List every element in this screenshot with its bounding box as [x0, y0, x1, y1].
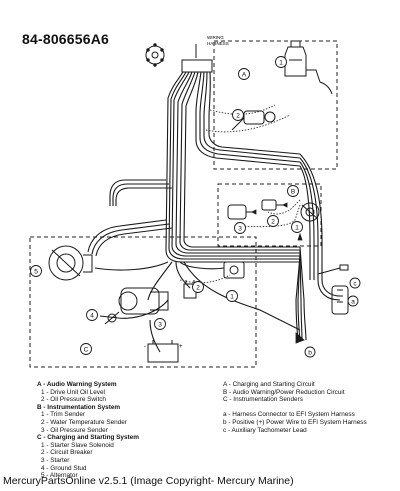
ground-stud	[104, 311, 120, 325]
part-number: 84-806656A6	[22, 31, 110, 47]
callout-circles	[30, 56, 303, 355]
callout-A1	[275, 56, 287, 68]
harness-label-line2: HARNESS	[207, 41, 229, 46]
wire-letter-callouts	[304, 277, 361, 358]
legend-row: 3 - Starter	[41, 456, 70, 464]
callout-arrows	[251, 202, 305, 344]
callout-C3-label: 3	[158, 322, 162, 329]
legend-row: 1 - Starter Slave Solenoid	[41, 441, 114, 449]
box-charging-starting	[29, 236, 257, 368]
legend-row: A - Charging and Starting Circuit	[223, 381, 315, 388]
callout-B2	[267, 215, 279, 227]
callout-C3	[154, 318, 166, 330]
water-temperature-sender	[261, 199, 283, 211]
callout-A2-label: 2	[236, 113, 240, 120]
callout-A	[238, 68, 250, 80]
callout-C5	[30, 265, 42, 277]
legend-row	[219, 404, 399, 412]
legend-row: b - Positive (+) Power Wire to EFI Syste…	[223, 418, 367, 426]
legend-row: B - Instrumentation System	[37, 403, 121, 411]
legend-row: 2 - Circuit Breaker	[41, 449, 93, 457]
callout-C1-label: 1	[230, 294, 234, 301]
callout-a-label: a	[351, 299, 355, 306]
legend-row: A - Audio Warning System	[37, 381, 117, 388]
oil-pressure-switch	[231, 110, 276, 131]
harness-bundle	[87, 71, 341, 353]
battery-minus-sign: -	[144, 344, 146, 350]
callout-B-label: B	[291, 189, 295, 196]
legend-row: 3 - Oil Pressure Sender	[41, 426, 108, 434]
callout-C-label: C	[84, 347, 89, 354]
legend-row: a - Harness Connector to EFI System Harn…	[223, 411, 355, 419]
callout-C5-label: 5	[34, 269, 38, 276]
legend-row: c - Auxiliary Tachometer Lead	[223, 426, 307, 434]
battery-plus-sign: +	[179, 344, 183, 350]
callout-C2	[192, 281, 204, 293]
callout-C2-label: 2	[196, 285, 200, 292]
callout-A1-label: 1	[279, 60, 283, 67]
callout-A-label: A	[242, 72, 247, 79]
callout-C4-label: 4	[90, 313, 94, 320]
battery	[147, 340, 179, 363]
callout-B1-label: 1	[295, 225, 299, 232]
callout-C	[80, 343, 92, 355]
callout-B	[287, 185, 299, 197]
legend-row: 1 - Trim Sender	[41, 411, 86, 419]
wire-letter-labels: a b c	[308, 281, 357, 357]
legend-row: B - Audio Warning/Power Reduction Circui…	[223, 388, 345, 396]
callout-c	[349, 277, 361, 289]
legend-row: 2 - Water Temperature Sender	[41, 418, 127, 426]
legend-row: 5 - Alternator	[41, 472, 78, 480]
legend-row: 2 - Oil Pressure Switch	[41, 396, 106, 404]
footer-copyright: MercuryPartsOnline v2.5.1 (Image Copyrig…	[3, 475, 294, 487]
callout-C4	[86, 309, 98, 321]
callout-B2-label: 2	[271, 219, 275, 226]
starter-slave-solenoid	[223, 261, 245, 279]
callout-b	[304, 346, 316, 358]
callout-A2	[232, 109, 244, 121]
callout-B3-label: 3	[238, 226, 242, 233]
callout-b-label: b	[308, 350, 312, 357]
callout-C1	[226, 290, 238, 302]
callout-c-label: c	[353, 281, 357, 288]
legend-row: 4 - Ground Stud	[41, 464, 87, 472]
callout-a	[347, 295, 359, 307]
starter	[118, 287, 169, 315]
trim-sender	[300, 202, 320, 222]
harness-connector-top	[145, 43, 213, 73]
harness-label-line1: WIRING	[207, 35, 224, 40]
alternator	[48, 245, 93, 281]
callout-B3	[234, 222, 246, 234]
callout-B1	[291, 221, 303, 233]
legend-row: C - Charging and Starting System	[37, 434, 139, 442]
legend-row: C - Instrumentation Senders	[223, 396, 303, 404]
drive-unit-oil-reservoir	[284, 40, 333, 95]
legend-row: 1 - Drive Unit Oil Level	[41, 388, 105, 396]
aux-tach-lead	[317, 264, 349, 275]
callout-circle-labels: A 1 2 B 1 2 3 C 1 2 3 4 5	[34, 60, 299, 354]
oil-pressure-sender	[227, 204, 252, 220]
box-audio-warning	[213, 40, 338, 170]
